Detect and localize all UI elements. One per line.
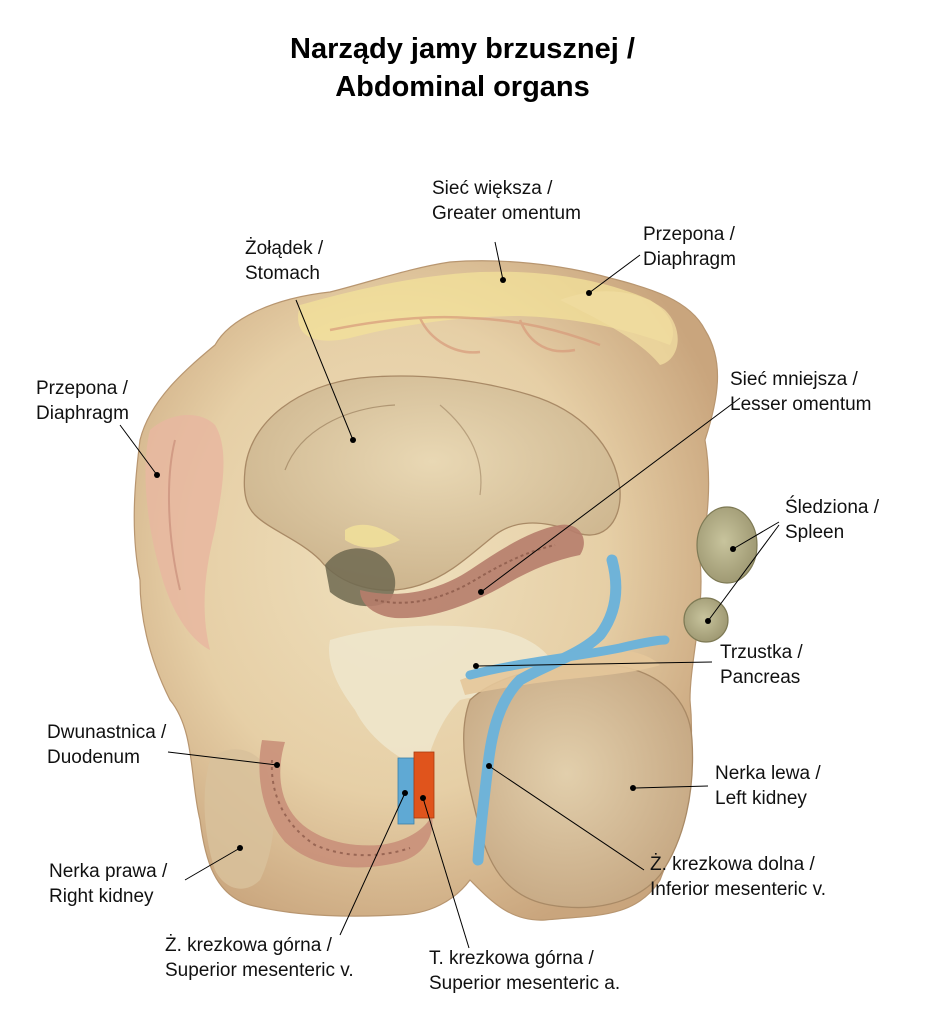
- label-right-kidney-en: Right kidney: [49, 886, 154, 907]
- label-inferior-mesenteric-vein-en: Inferior mesenteric v.: [650, 879, 826, 900]
- label-lesser-omentum-pl: Sieć mniejsza /: [730, 369, 858, 390]
- lesser-omentum-shape: [345, 524, 400, 548]
- label-spleen: Śledziona / Spleen: [785, 495, 879, 545]
- label-duodenum-en: Duodenum: [47, 747, 140, 768]
- label-pancreas-pl: Trzustka /: [720, 642, 803, 663]
- label-superior-mesenteric-vein-pl: Ż. krezkowa górna /: [165, 935, 332, 956]
- lesser-curvature-band: [360, 524, 584, 619]
- label-diaphragm-top-en: Diaphragm: [643, 249, 736, 270]
- label-diaphragm-left: Przepona / Diaphragm: [36, 376, 129, 426]
- central-area: [329, 625, 560, 770]
- label-inferior-mesenteric-vein-pl: Ż. krezkowa dolna /: [650, 854, 815, 875]
- title-line-1: Narządy jamy brzusznej /: [290, 33, 635, 65]
- label-stomach-en: Stomach: [245, 263, 320, 284]
- label-greater-omentum: Sieć większa / Greater omentum: [432, 176, 581, 226]
- label-lesser-omentum: Sieć mniejsza / Lesser omentum: [730, 367, 872, 417]
- leader-dots: [154, 277, 736, 851]
- stomach-fold: [325, 548, 396, 607]
- label-inferior-mesenteric-vein: Ż. krezkowa dolna / Inferior mesenteric …: [650, 852, 826, 902]
- label-diaphragm-top-pl: Przepona /: [643, 224, 735, 245]
- diaphragm-top-shape: [560, 291, 678, 365]
- label-superior-mesenteric-vein: Ż. krezkowa górna / Superior mesenteric …: [165, 933, 354, 983]
- label-pancreas-en: Pancreas: [720, 667, 801, 688]
- label-pancreas: Trzustka / Pancreas: [720, 640, 803, 690]
- page-title: Narządy jamy brzusznej / Abdominal organ…: [0, 30, 925, 106]
- label-diaphragm-left-en: Diaphragm: [36, 403, 129, 424]
- title-line-2: Abdominal organs: [335, 71, 590, 103]
- label-lesser-omentum-en: Lesser omentum: [730, 394, 872, 415]
- spleen-shape: [696, 506, 758, 584]
- splenic-vein-shape: [465, 635, 670, 680]
- label-greater-omentum-pl: Sieć większa /: [432, 178, 553, 199]
- label-superior-mesenteric-artery-pl: T. krezkowa górna /: [429, 948, 594, 969]
- diaphragm-left-shape: [145, 414, 224, 650]
- label-stomach-pl: Żołądek /: [245, 238, 324, 259]
- leader-lines: [119, 241, 780, 949]
- superior-mesenteric-artery-shape: [413, 751, 435, 819]
- right-kidney-shape: [204, 749, 275, 889]
- inferior-mesenteric-vein-shape: [472, 554, 622, 866]
- label-duodenum: Dwunastnica / Duodenum: [47, 720, 166, 770]
- label-superior-mesenteric-artery-en: Superior mesenteric a.: [429, 973, 621, 994]
- label-diaphragm-top: Przepona / Diaphragm: [643, 222, 736, 272]
- label-superior-mesenteric-artery: T. krezkowa górna / Superior mesenteric …: [429, 946, 620, 996]
- label-left-kidney-pl: Nerka lewa /: [715, 763, 821, 784]
- label-greater-omentum-en: Greater omentum: [432, 203, 581, 224]
- label-right-kidney-pl: Nerka prawa /: [49, 861, 168, 882]
- label-right-kidney: Nerka prawa / Right kidney: [49, 859, 167, 909]
- label-diaphragm-left-pl: Przepona /: [36, 378, 128, 399]
- greater-omentum-shape: [298, 271, 674, 345]
- greater-omentum-vessels: [329, 315, 601, 354]
- label-duodenum-pl: Dwunastnica /: [47, 722, 167, 743]
- label-superior-mesenteric-vein-en: Superior mesenteric v.: [165, 960, 354, 981]
- label-spleen-en: Spleen: [785, 522, 845, 543]
- label-left-kidney-en: Left kidney: [715, 788, 807, 809]
- label-stomach: Żołądek / Stomach: [245, 236, 323, 286]
- label-left-kidney: Nerka lewa / Left kidney: [715, 761, 821, 811]
- label-spleen-pl: Śledziona /: [785, 497, 880, 518]
